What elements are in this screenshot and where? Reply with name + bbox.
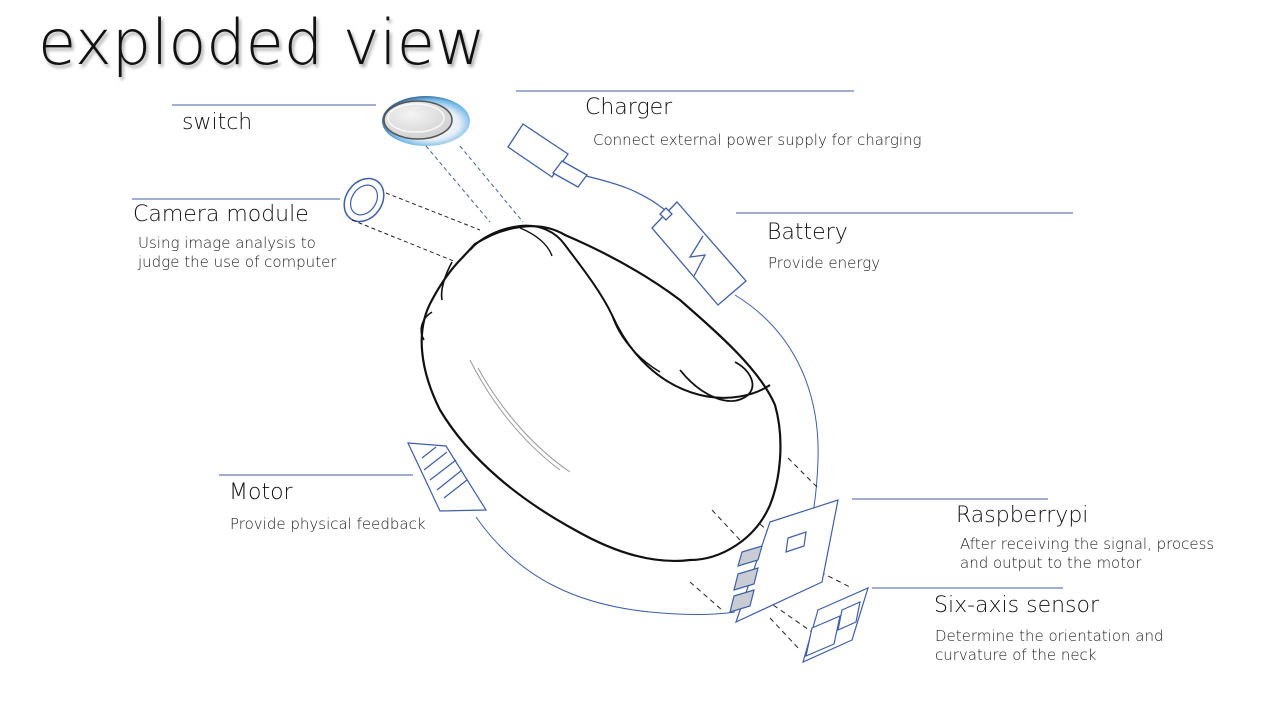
- camera-module-label: Camera module: [133, 202, 309, 227]
- battery-description: Provide energy: [768, 254, 881, 272]
- raspberrypi-description-line: and output to the motor: [960, 554, 1142, 572]
- six-axis-sensor-label: Six-axis sensor: [934, 593, 1100, 618]
- raspberrypi-label: Raspberrypi: [956, 503, 1089, 528]
- switch-label: switch: [182, 110, 253, 135]
- leader-lines: [132, 90, 1073, 589]
- charger-icon: [507, 123, 588, 188]
- motor-label: Motor: [229, 480, 293, 505]
- camera-module-description: Using image analysis to judge the use of…: [138, 234, 336, 272]
- camera-module-description-line: Using image analysis to: [138, 234, 316, 252]
- six-axis-sensor-description-line: curvature of the neck: [935, 646, 1097, 664]
- page-title: exploded view: [38, 6, 486, 79]
- charger-description: Connect external power supply for chargi…: [593, 131, 922, 149]
- motor-icon: [407, 442, 488, 512]
- raspberrypi-description-line: After receiving the signal, process: [960, 535, 1215, 553]
- camera-module-icon: [343, 177, 385, 223]
- six-axis-sensor-description-line: Determine the orientation and: [935, 627, 1164, 645]
- switch-icon: [382, 96, 470, 146]
- neck-pillow-body: [420, 224, 782, 563]
- six-axis-sensor-icon: [802, 586, 869, 664]
- charger-label: Charger: [585, 95, 673, 120]
- raspberrypi-description: After receiving the signal, process and …: [960, 535, 1214, 573]
- battery-icon: [651, 201, 747, 306]
- raspberrypi-icon: [729, 499, 839, 624]
- six-axis-sensor-description: Determine the orientation and curvature …: [935, 627, 1164, 665]
- battery-label: Battery: [767, 220, 848, 245]
- camera-module-description-line: judge the use of computer: [138, 253, 337, 271]
- motor-description: Provide physical feedback: [230, 515, 426, 533]
